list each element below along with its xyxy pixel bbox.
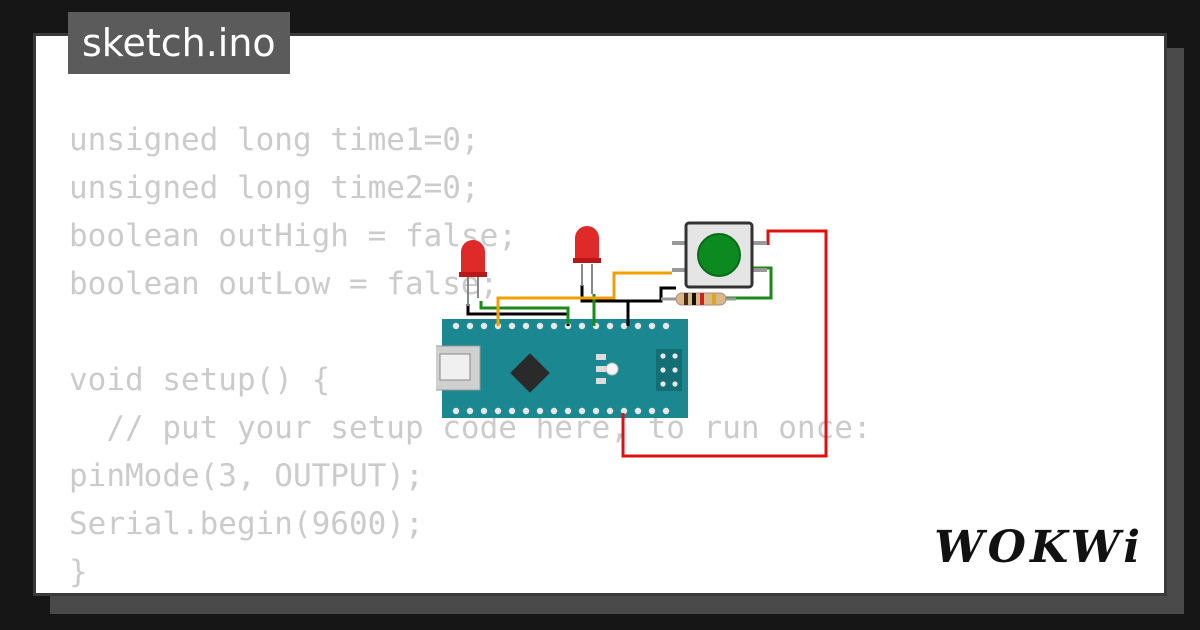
wire-orange	[496, 271, 672, 326]
arduino-nano-board	[436, 319, 688, 418]
preview-card: unsigned long time1=0; unsigned long time…	[33, 33, 1167, 596]
code-line: Serial.begin(9600);	[69, 506, 424, 542]
wire-black-2	[580, 285, 630, 326]
wire-green-1	[479, 301, 570, 324]
code-line: unsigned long time1=0;	[69, 122, 480, 158]
resistor	[661, 292, 736, 306]
wires	[466, 229, 828, 458]
code-line: boolean outHigh = false;	[69, 218, 517, 254]
file-tab[interactable]: sketch.ino	[68, 12, 290, 74]
wire-black-3	[628, 286, 676, 303]
led-2	[573, 226, 601, 294]
code-line: }	[69, 554, 88, 590]
code-line: void setup() {	[69, 362, 331, 398]
code-line: boolean outLow = false;	[69, 266, 499, 302]
code-line: pinMode(3, OUTPUT);	[69, 458, 424, 494]
circuit-diagram	[436, 221, 828, 458]
wire-red	[621, 229, 828, 458]
wokwi-logo: WOKWi	[934, 522, 1144, 573]
pushbutton	[672, 221, 767, 289]
code-preview: unsigned long time1=0; unsigned long time…	[69, 116, 872, 593]
code-line: unsigned long time2=0;	[69, 170, 480, 206]
led-1	[459, 240, 487, 306]
